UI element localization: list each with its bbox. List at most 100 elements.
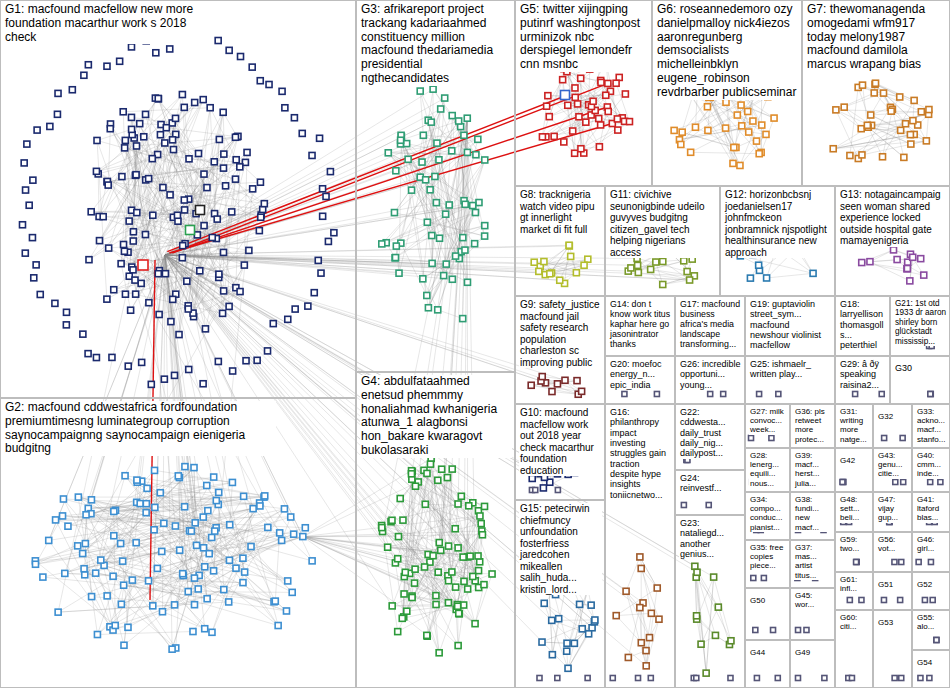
graph-vertex (565, 102, 571, 108)
graph-vertex (118, 261, 124, 267)
graph-vertex (289, 589, 295, 595)
graph-vertex (229, 479, 235, 485)
graph-vertex (435, 307, 441, 313)
graph-edge (303, 537, 441, 551)
graph-vertex (250, 506, 256, 512)
graph-vertex (539, 134, 545, 140)
graph-edge (601, 82, 622, 117)
graph-vertex (146, 176, 152, 182)
graph-vertex (221, 249, 227, 255)
graph-vertex (221, 151, 227, 157)
graph-edge (412, 471, 471, 556)
graph-vertex (143, 510, 149, 516)
graph-vertex (389, 517, 395, 523)
graph-vertex (237, 289, 243, 295)
graph-vertex (470, 573, 476, 579)
graph-edge (836, 110, 858, 159)
graph-vertex (734, 112, 740, 118)
graph-edge (110, 575, 199, 626)
graph-edge (145, 95, 182, 235)
graph-vertex (626, 119, 632, 125)
graph-edge (392, 520, 456, 609)
graph-edge (188, 506, 260, 592)
graph-vertex (170, 137, 176, 143)
graph-edge (883, 109, 893, 156)
graph-vertex (433, 602, 439, 608)
graph-vertex (182, 207, 188, 213)
graph-vertex (156, 311, 162, 317)
graph-vertex (462, 201, 468, 207)
graph-edge (403, 473, 427, 520)
graph-vertex (467, 553, 473, 559)
graph-edge (166, 128, 237, 137)
graph-vertex (106, 245, 112, 251)
graph-edge (110, 129, 204, 226)
graph-edge (767, 273, 813, 278)
graph-vertex (460, 554, 466, 560)
graph-edge (575, 95, 606, 97)
graph-vertex (146, 578, 152, 584)
graph-vertex (200, 97, 206, 103)
graph-vertex (155, 95, 161, 101)
graph-edge (165, 255, 694, 276)
graph-vertex (172, 523, 178, 529)
graph-vertex (216, 136, 222, 142)
graph-vertex (446, 578, 452, 584)
graph-edge (303, 537, 438, 573)
graph-vertex (93, 570, 99, 576)
graph-vertex (172, 602, 178, 608)
graph-vertex (449, 276, 455, 282)
graph-edge (405, 118, 467, 572)
graph-vertex (190, 629, 196, 635)
graph-edge (194, 578, 286, 611)
graph-vertex (206, 551, 212, 557)
graph-edge (556, 595, 593, 628)
graph-edge (132, 135, 165, 274)
graph-vertex (125, 624, 131, 630)
graph-vertex (181, 104, 187, 110)
graph-vertex (402, 569, 408, 575)
graph-edge (68, 468, 194, 527)
graph-edge (578, 104, 600, 147)
graph-edge (423, 279, 438, 310)
graph-vertex (285, 578, 291, 584)
graph-vertex (204, 185, 210, 191)
graph-edge (726, 128, 766, 134)
graph-edge (172, 123, 204, 226)
graph-vertex (162, 271, 168, 277)
graph-edge (165, 203, 436, 255)
graph-edge (86, 515, 176, 648)
graph-edge-red (167, 96, 563, 251)
graph-vertex (283, 608, 289, 614)
graph-edge (165, 152, 467, 255)
graph-vertex (435, 477, 441, 483)
graph-vertex (449, 148, 455, 154)
graph-vertex (256, 228, 262, 234)
graph-vertex (229, 209, 235, 215)
graph-vertex (738, 102, 744, 108)
graph-vertex (89, 594, 95, 600)
graph-vertex (408, 471, 414, 477)
graph-vertex (60, 513, 66, 519)
graph-vertex (449, 466, 455, 472)
graph-vertex (461, 602, 467, 608)
graph-vertex (138, 280, 144, 286)
graph-edge (164, 523, 214, 570)
graph-vertex (196, 150, 202, 156)
graph-vertex (130, 267, 136, 273)
graph-vertex (425, 305, 431, 311)
graph-vertex (233, 157, 239, 163)
graph-vertex (94, 137, 100, 143)
graph-vertex (309, 558, 315, 564)
graph-vertex (397, 496, 403, 502)
graph-vertex (479, 532, 485, 538)
graph-vertex (197, 268, 203, 274)
graph-edge (708, 115, 737, 130)
graph-edge (875, 84, 918, 125)
graph-vertex (424, 219, 430, 225)
graph-edge (265, 496, 294, 534)
graph-vertex (615, 127, 621, 133)
graph-vertex (168, 319, 174, 325)
graph-vertex (214, 216, 220, 222)
graph-vertex (265, 524, 271, 530)
